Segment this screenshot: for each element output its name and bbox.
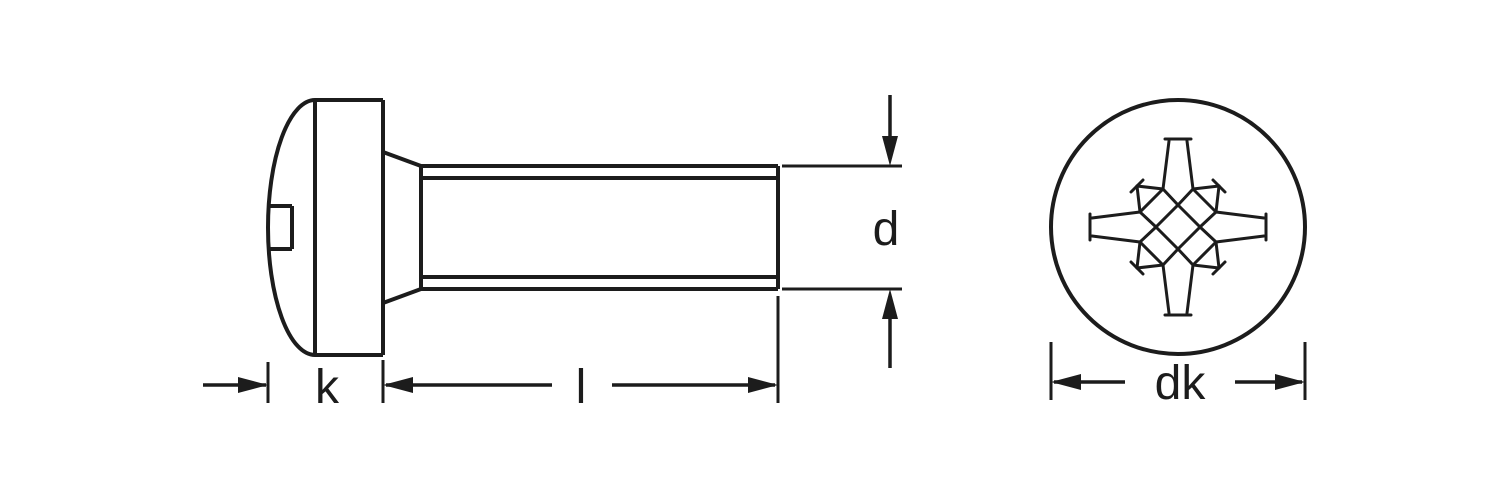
neck-taper-top (382, 150, 422, 168)
arrowhead-right-icon (748, 377, 778, 393)
dimension-k: k (203, 360, 385, 414)
head-circle (1049, 98, 1307, 356)
dimension-dk: dk (1049, 342, 1307, 410)
head-dome-arc (266, 98, 316, 357)
arrowhead-right-icon (238, 377, 268, 393)
arrowhead-left-icon (1051, 374, 1081, 390)
label-d: d (873, 203, 900, 256)
screw-side-view (266, 98, 780, 357)
thread-lines (421, 164, 778, 291)
dimension-d: d (782, 95, 902, 368)
neck-taper-bottom (382, 287, 422, 305)
arrowhead-down-icon (882, 136, 898, 166)
arrowhead-left-icon (383, 377, 413, 393)
recess-side-slot (269, 204, 294, 251)
screw-head (266, 98, 385, 357)
recess-center-square (1153, 202, 1203, 252)
label-l: l (576, 361, 587, 414)
screw-shaft (382, 150, 780, 305)
arrowhead-up-icon (882, 289, 898, 319)
dimension-l: l (383, 296, 780, 414)
screw-top-view (1049, 98, 1307, 356)
phillips-recess-icon (1088, 137, 1268, 317)
label-dk: dk (1155, 357, 1207, 410)
arrowhead-right-icon (1275, 374, 1305, 390)
label-k: k (315, 361, 340, 414)
